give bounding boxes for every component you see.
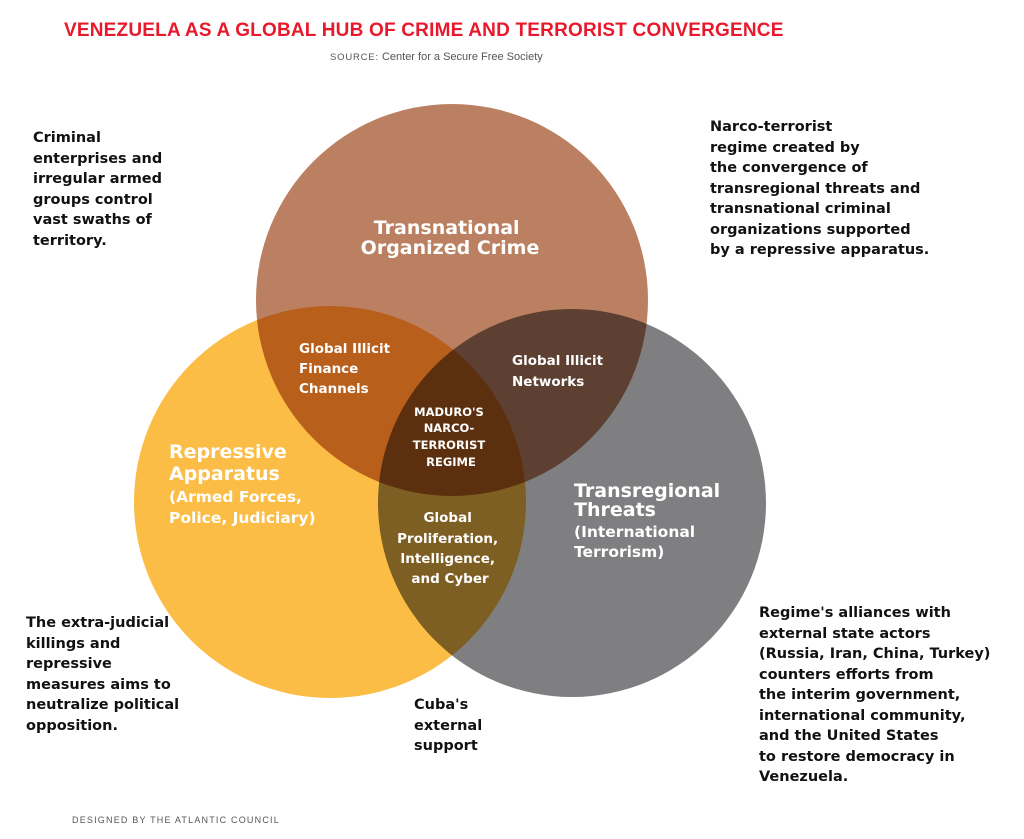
note-extra-judicial-killings: The extra-judicial killings and repressi… [26, 615, 180, 734]
note-narco-terrorist-regime: Narco-terrorist regime created by the co… [710, 119, 930, 258]
source-line: SOURCE: Center for a Secure Free Society [330, 51, 543, 63]
sublabel-repressive-apparatus: (Armed Forces, Police, Judiciary) [169, 488, 316, 527]
circle-transregional-threats [378, 309, 766, 697]
note-territory-control: Criminal enterprises and irregular armed… [33, 130, 163, 249]
note-cuba-support: Cuba's external support [414, 697, 483, 754]
overlap-finance-channels: Global Illicit Finance Channels [299, 341, 395, 397]
overlap-proliferation-cyber: Global Proliferation, Intelligence, and … [397, 510, 503, 587]
source-label: SOURCE: [330, 52, 379, 63]
label-organized-crime: Transnational Organized Crime [361, 217, 540, 259]
page-title: VENEZUELA AS A GLOBAL HUB OF CRIME AND T… [64, 20, 784, 41]
sublabel-transregional-threats: (International Terrorism) [574, 523, 701, 561]
footer-credit: DESIGNED BY THE ATLANTIC COUNCIL [72, 815, 280, 825]
source-text: Center for a Secure Free Society [381, 51, 543, 63]
center-maduro-regime: MADURO'S NARCO- TERRORIST REGIME [413, 405, 489, 469]
note-regime-alliances: Regime's alliances with external state a… [759, 605, 991, 785]
label-repressive-apparatus: Repressive Apparatus [169, 441, 293, 485]
overlap-illicit-networks: Global Illicit Networks [512, 353, 608, 390]
label-transregional-threats: Transregional Threats [574, 480, 727, 521]
